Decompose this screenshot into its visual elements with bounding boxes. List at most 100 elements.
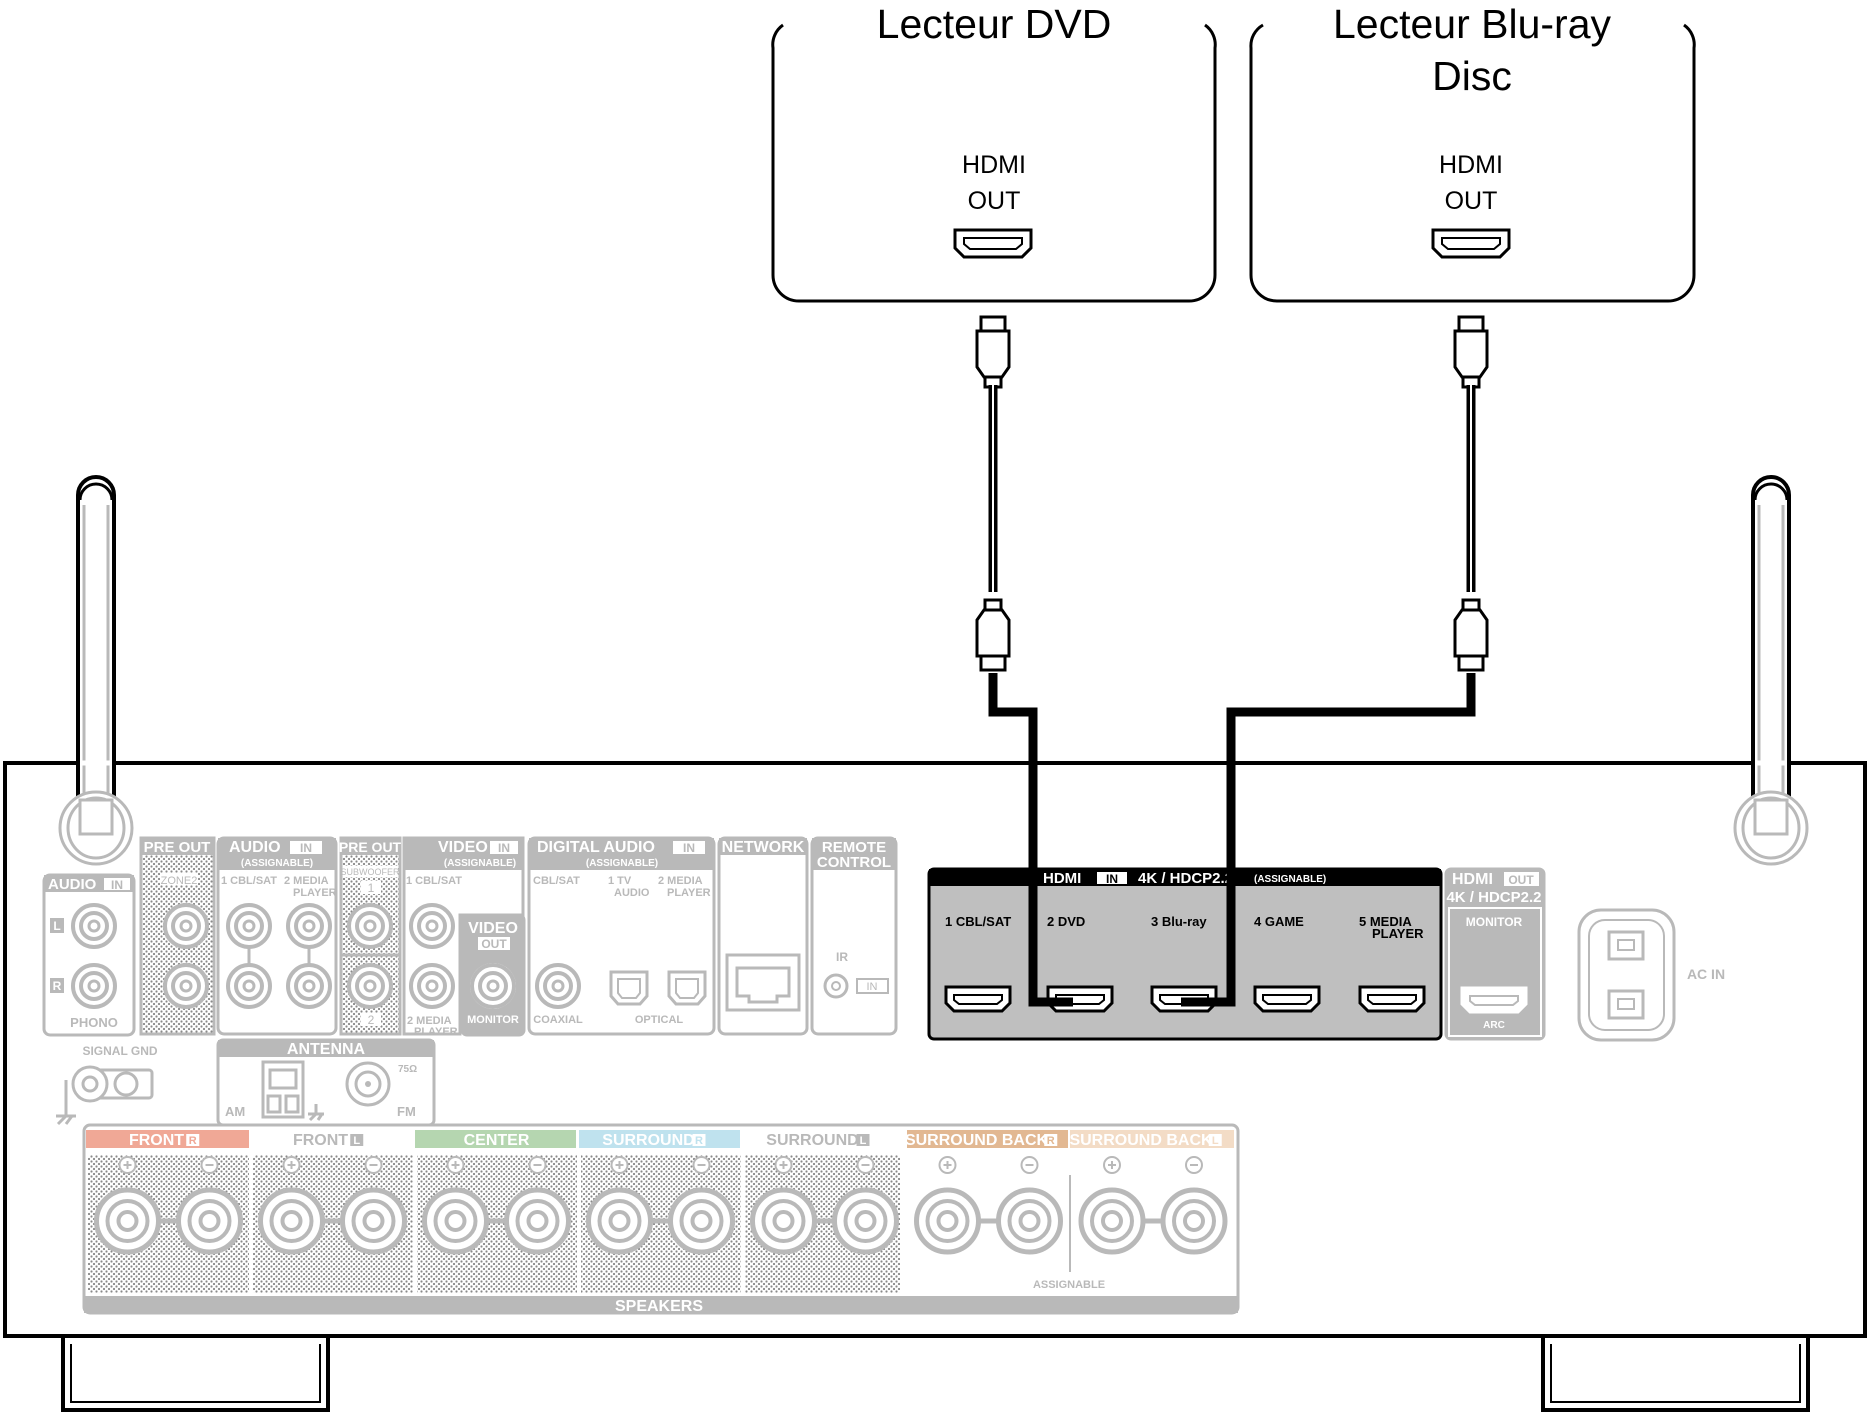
audio-in-phono-section: AUDIO IN L R PHONO <box>42 873 136 1037</box>
hdmi-in-port-label: 3 Blu-ray <box>1151 914 1207 929</box>
hdmi-in-assignable: (ASSIGNABLE) <box>1254 874 1326 885</box>
hdmi-in-port-icon <box>944 985 1012 1013</box>
video-out-tag: OUT <box>481 937 507 951</box>
hdmi-in-port-label: 5 MEDIA <box>1359 914 1412 929</box>
signal-gnd-section: SIGNAL GND <box>56 1044 158 1126</box>
speaker-terminal-icon <box>589 1190 651 1252</box>
rca-jack-icon <box>409 903 455 949</box>
zone2-label: ZONE2 <box>161 875 198 887</box>
digital-audio-sub: (ASSIGNABLE) <box>586 858 658 869</box>
monitor-label: MONITOR <box>467 1014 519 1026</box>
video-out-section: VIDEO OUT MONITOR <box>460 913 526 1037</box>
hdmi-plug-icon <box>975 598 1011 672</box>
hdmi-cable-bluray <box>1181 315 1489 1007</box>
assignable-label: ASSIGNABLE <box>1033 1279 1105 1291</box>
speaker-group-name: FRONT <box>129 1132 184 1149</box>
hdmi-out-title: HDMI <box>1452 871 1493 888</box>
video-in2-label: 2 MEDIA <box>407 1015 452 1027</box>
hdmi-plug-icon <box>975 315 1011 389</box>
hdmi-plug-icon <box>1453 315 1489 389</box>
speaker-terminal-icon <box>753 1190 815 1252</box>
hdmi-in-port-label-2: PLAYER <box>1372 926 1424 941</box>
speaker-channel-tag: L <box>353 1135 360 1147</box>
video-in-section: VIDEO IN (ASSIGNABLE) 1 CBL/SAT 2 MEDIA … <box>402 836 525 1038</box>
speaker-group-header <box>907 1130 1068 1148</box>
hdmi-in-panel: HDMI IN 4K / HDCP2.2 (ASSIGNABLE) 1 CBL/… <box>927 867 1443 1041</box>
rca-jack-icon <box>71 963 117 1009</box>
dvd-player-title: Lecteur DVD <box>877 1 1112 47</box>
hdmi-in-spec: 4K / HDCP2.2 <box>1138 870 1233 887</box>
hdmi-cable-dvd <box>975 315 1073 1007</box>
rca-jack-icon <box>163 963 209 1009</box>
digital-mp-label: 2 MEDIA <box>658 875 703 887</box>
digital-audio-section: DIGITAL AUDIO IN (ASSIGNABLE) CBL/SAT 1 … <box>527 836 716 1036</box>
subwoofer-label: SUBWOOFER <box>340 867 400 877</box>
left-foot <box>61 1336 330 1412</box>
remote-title-2: CONTROL <box>817 854 891 871</box>
speaker-group-header <box>1070 1130 1234 1148</box>
remote-control-section: REMOTE CONTROL IR IN <box>810 836 898 1036</box>
rca-jack-icon <box>286 963 332 1009</box>
speaker-terminal-icon <box>343 1190 405 1252</box>
speaker-terminal-icon <box>97 1190 159 1252</box>
speaker-group-name: CENTER <box>464 1132 530 1149</box>
rca-jack-icon <box>470 963 516 1009</box>
audio-assignable-tag: IN <box>300 841 312 855</box>
bluray-player-title-2: Disc <box>1432 53 1512 99</box>
audio-in2-label-2: PLAYER <box>293 887 337 899</box>
speaker-channel-tag: R <box>189 1135 197 1147</box>
video-in-tag: IN <box>498 841 510 855</box>
speaker-terminal-icon <box>999 1190 1061 1252</box>
speaker-group-name: SURROUND <box>766 1132 858 1149</box>
dvd-player-box: Lecteur DVD HDMI OUT <box>771 1 1217 303</box>
antenna-title: ANTENNA <box>287 1041 366 1058</box>
ac-in-label: AC IN <box>1687 966 1725 982</box>
audio-in-l: L <box>53 919 60 933</box>
sub-1-label: 1 <box>368 881 375 895</box>
speaker-group-name: FRONT <box>293 1132 348 1149</box>
right-foot <box>1541 1336 1810 1412</box>
rca-jack-icon <box>286 903 332 949</box>
audio-in-assignable-section: AUDIO IN (ASSIGNABLE) 1 CBL/SAT 2 MEDIA … <box>216 836 338 1036</box>
video-out-title: VIDEO <box>468 920 518 937</box>
network-section: NETWORK <box>717 836 809 1036</box>
speaker-terminal-icon <box>1163 1190 1225 1252</box>
speaker-group-name: SURROUND BACK <box>905 1132 1049 1149</box>
phono-label: PHONO <box>70 1015 118 1030</box>
pre-out-zone2-section: PRE OUT ZONE2 <box>139 836 216 1036</box>
rca-jack-icon <box>347 903 393 949</box>
hdmi-out-port-icon <box>1460 986 1528 1014</box>
ac-in-section: AC IN <box>1577 908 1725 1042</box>
speaker-terminal-icon <box>835 1190 897 1252</box>
speaker-terminal-icon <box>507 1190 569 1252</box>
hdmi-in-title: HDMI <box>1043 870 1081 887</box>
speaker-channel-tag: L <box>1212 1135 1219 1147</box>
rca-jack-icon <box>163 903 209 949</box>
audio-assignable-sub: (ASSIGNABLE) <box>241 858 313 869</box>
am-label: AM <box>225 1104 245 1119</box>
speaker-channel-tag: R <box>695 1135 703 1147</box>
receiver-rear-panel <box>3 760 1867 1412</box>
signal-gnd-label: SIGNAL GND <box>82 1044 157 1058</box>
hdmi-in-tag: IN <box>1106 872 1118 886</box>
hdmi-out-section: HDMI OUT 4K / HDCP2.2 MONITOR ARC <box>1444 867 1546 1041</box>
dvd-hdmi-out-port-icon <box>953 228 1033 259</box>
optical-label: OPTICAL <box>635 1014 684 1026</box>
antenna-section: ANTENNA AM 75Ω FM <box>216 1038 436 1127</box>
video-in1-label: 1 CBL/SAT <box>406 875 462 887</box>
network-title: NETWORK <box>722 839 805 856</box>
coaxial-jack-icon <box>535 963 581 1009</box>
pre-out-sub-title: PRE OUT <box>339 839 402 855</box>
speaker-terminal-icon <box>917 1190 979 1252</box>
speaker-terminal-icon <box>261 1190 323 1252</box>
ir-label: IR <box>836 950 848 964</box>
rca-jack-icon <box>409 963 455 1009</box>
audio-in-tag: IN <box>111 878 123 892</box>
bluray-hdmi-out-port-icon <box>1431 228 1511 259</box>
remote-title: REMOTE <box>822 839 886 856</box>
speaker-channel-tag: L <box>860 1135 867 1147</box>
rca-jack-icon <box>226 963 272 1009</box>
hdmi-out-spec: 4K / HDCP2.2 <box>1446 889 1541 906</box>
video-in-title: VIDEO <box>438 839 488 856</box>
